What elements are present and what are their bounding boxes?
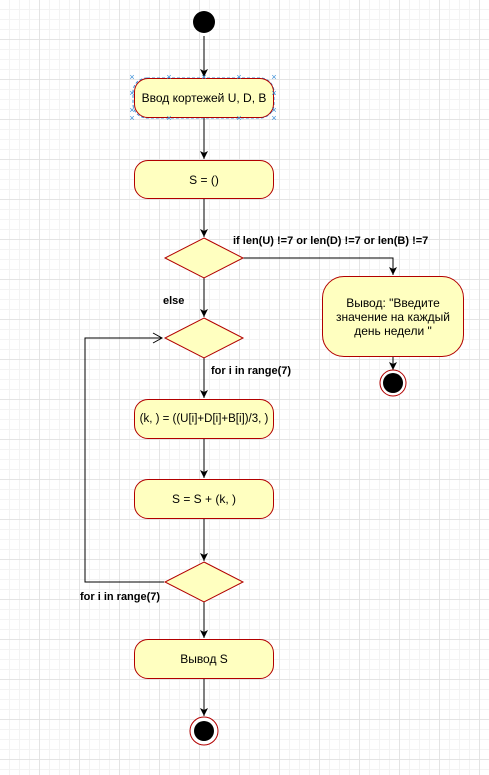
handle-right-upper[interactable]: ×	[271, 88, 277, 98]
handle-bottom-mid-left[interactable]: ×	[166, 113, 172, 123]
handle-right-lower[interactable]: ×	[271, 105, 277, 115]
loop-head-decision[interactable]	[163, 317, 245, 359]
handle-bottom-left[interactable]: ×	[129, 113, 135, 123]
accumulate-box[interactable]: S = S + (k, )	[134, 479, 274, 519]
loop-tail-label: for i in range(7)	[80, 591, 161, 603]
edge-loop-back	[84, 332, 164, 583]
loop-tail-decision[interactable]	[163, 561, 245, 603]
handle-top-left[interactable]: ×	[129, 72, 135, 82]
calc-box[interactable]: (k, ) = ((U[i]+D[i]+B[i])/3, )	[134, 399, 274, 439]
message-box[interactable]: Вывод: "Введите значение на каждый день …	[322, 276, 464, 357]
handle-left-upper[interactable]: ×	[129, 88, 135, 98]
edge-decision-to-message	[243, 257, 397, 275]
loop-head-label: for i in range(7)	[211, 365, 292, 377]
start-node[interactable]	[193, 11, 215, 33]
handle-left-lower[interactable]: ×	[129, 105, 135, 115]
end-node-main[interactable]	[189, 716, 219, 746]
handle-bottom-mid-right[interactable]: ×	[236, 113, 242, 123]
else-label: else	[163, 295, 185, 307]
handle-top-mid-right[interactable]: ×	[236, 72, 242, 82]
handle-bottom-right[interactable]: ×	[271, 113, 277, 123]
input-box[interactable]: Ввод кортежей U, D, B	[134, 78, 274, 118]
condition-label: if len(U) !=7 or len(D) !=7 or len(B) !=…	[233, 235, 429, 247]
handle-top-mid-left[interactable]: ×	[166, 72, 172, 82]
init-box[interactable]: S = ()	[134, 160, 274, 199]
end-node-message[interactable]	[379, 369, 407, 397]
handle-top-mid[interactable]: ×	[201, 72, 207, 82]
output-box[interactable]: Вывод S	[134, 639, 274, 679]
condition-decision[interactable]	[163, 237, 245, 279]
handle-top-right[interactable]: ×	[271, 72, 277, 82]
